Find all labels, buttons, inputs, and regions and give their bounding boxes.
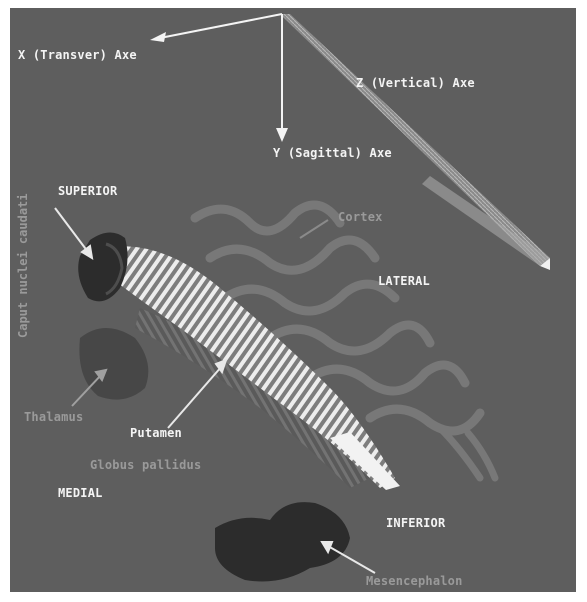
y-axis-label: Y (Sagittal) Axe bbox=[273, 146, 392, 160]
putamen-label: Putamen bbox=[130, 426, 182, 440]
brain-3d-reconstruction-figure: X (Transver) Axe Z (Vertical) Axe Y (Sag… bbox=[10, 8, 576, 592]
globus-pallidus-label: Globus pallidus bbox=[90, 458, 201, 472]
brain-structures-drawing bbox=[10, 8, 576, 592]
cortex-label: Cortex bbox=[338, 210, 383, 224]
cortex-pointer bbox=[300, 220, 328, 238]
orientation-lateral: LATERAL bbox=[378, 274, 430, 288]
orientation-superior: SUPERIOR bbox=[58, 184, 117, 198]
thalamus-label: Thalamus bbox=[24, 410, 83, 424]
z-axis-label: Z (Vertical) Axe bbox=[356, 76, 475, 90]
z-axis-plane bbox=[280, 14, 550, 270]
y-axis-arrow bbox=[276, 14, 288, 142]
x-axis-arrow bbox=[150, 14, 282, 42]
orientation-medial: MEDIAL bbox=[58, 486, 103, 500]
orientation-inferior: INFERIOR bbox=[386, 516, 445, 530]
x-axis-label: X (Transver) Axe bbox=[18, 48, 137, 62]
thalamus-structure bbox=[79, 328, 148, 400]
mesencephalon-label: Mesencephalon bbox=[366, 574, 463, 588]
caput-nuclei-caudati-label: Caput nuclei caudati bbox=[16, 194, 30, 339]
caput-nuclei-caudati-structure bbox=[78, 232, 127, 301]
